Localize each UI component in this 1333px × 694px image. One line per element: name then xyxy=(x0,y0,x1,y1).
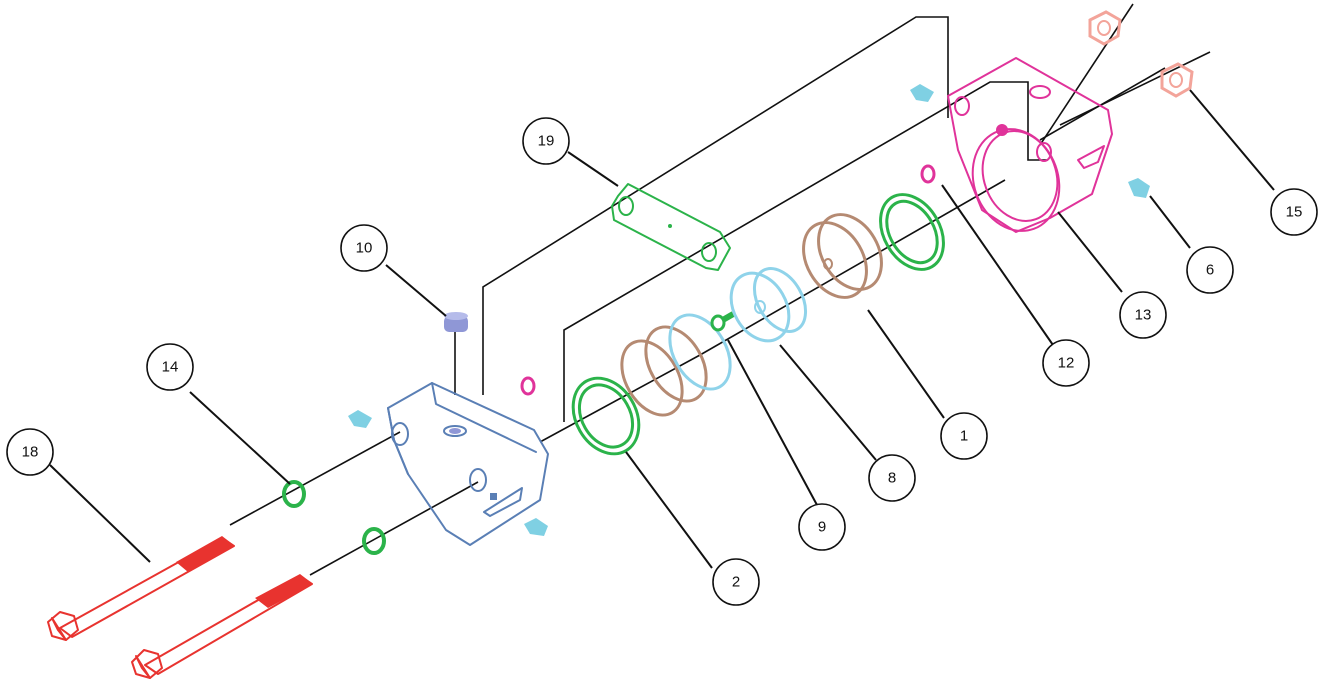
nut-part-15 xyxy=(1160,62,1194,98)
plug-part-10 xyxy=(444,312,468,332)
fitting-right-lower xyxy=(1128,178,1150,198)
oring-small-pink-left xyxy=(520,376,536,396)
balloon-label: 13 xyxy=(1135,307,1152,324)
leader-lines xyxy=(49,89,1275,569)
flange-part-13 xyxy=(947,57,1113,233)
piston-left xyxy=(620,313,732,417)
cap-part-8 xyxy=(729,267,808,343)
balloon-10: 10 xyxy=(340,224,388,272)
balloon-label: 9 xyxy=(818,519,826,536)
screw-part-9 xyxy=(710,311,735,332)
balloon-15: 15 xyxy=(1270,188,1318,236)
washer-small-upper xyxy=(282,480,306,508)
balloon-label: 6 xyxy=(1206,262,1214,279)
piston-part-1 xyxy=(802,213,883,299)
balloon-14: 14 xyxy=(146,343,194,391)
balloon-label: 8 xyxy=(888,470,896,487)
balloon-19: 19 xyxy=(522,117,570,165)
balloon-label: 10 xyxy=(356,240,373,257)
end-body-left xyxy=(387,382,549,546)
balloon-6: 6 xyxy=(1186,246,1234,294)
balloon-18: 18 xyxy=(6,428,54,476)
balloon-13: 13 xyxy=(1119,291,1167,339)
balloon-9: 9 xyxy=(798,503,846,551)
balloon-12: 12 xyxy=(1042,339,1090,387)
balloon-label: 2 xyxy=(732,574,740,591)
seal-ring-right xyxy=(879,193,945,271)
bolt-upper xyxy=(47,536,235,641)
balloon-label: 14 xyxy=(162,359,179,376)
balloon-1: 1 xyxy=(940,412,988,460)
nut-upper xyxy=(1088,10,1122,46)
fitting-left-lower xyxy=(524,518,548,536)
balloon-label: 18 xyxy=(22,444,39,461)
seal-ring-part-2 xyxy=(571,376,641,456)
balloon-label: 12 xyxy=(1058,355,1075,372)
balloon-label: 19 xyxy=(538,133,555,150)
washer-small-lower xyxy=(362,527,386,555)
assembly-axis-lines xyxy=(229,3,1211,576)
balloon-label: 15 xyxy=(1286,204,1303,221)
bolt-lower xyxy=(131,574,313,679)
oring-part-12 xyxy=(920,164,936,184)
link-plate-part-19 xyxy=(611,183,731,271)
balloon-8: 8 xyxy=(868,454,916,502)
fitting-right-upper xyxy=(910,84,934,102)
balloon-2: 2 xyxy=(712,558,760,606)
balloon-label: 1 xyxy=(960,428,968,445)
fitting-left-upper xyxy=(348,410,372,428)
